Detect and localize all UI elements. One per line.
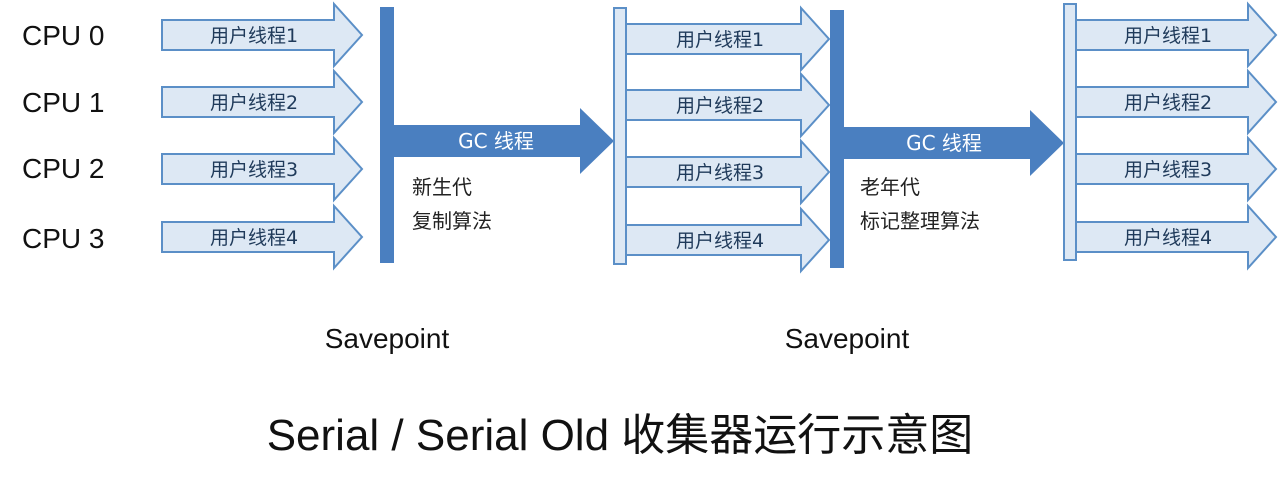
stage3-thread-label-2: 用户线程2 bbox=[1124, 92, 1212, 114]
savepoint-bar-1 bbox=[380, 7, 394, 263]
gc-arrow-2 bbox=[844, 110, 1064, 176]
resume-bar-1 bbox=[613, 7, 627, 265]
gc2-algo-line2: 标记整理算法 bbox=[860, 209, 980, 233]
stage1-thread-arrow-3 bbox=[161, 135, 364, 203]
stage3-thread-arrow-2 bbox=[1075, 68, 1278, 136]
gc-label-1: GC 线程 bbox=[458, 129, 534, 153]
gc1-algo-line1: 新生代 bbox=[412, 175, 472, 199]
stage3-thread-label-3: 用户线程3 bbox=[1124, 159, 1212, 181]
stage1-thread-arrow-1 bbox=[161, 1, 364, 69]
stage1-thread-label-2: 用户线程2 bbox=[210, 92, 298, 114]
stage1-thread-arrow-2 bbox=[161, 68, 364, 136]
resume-bar-2 bbox=[1063, 3, 1077, 261]
cpu-label-2: CPU 2 bbox=[22, 153, 104, 184]
stage2-thread-arrow-3 bbox=[625, 138, 831, 206]
diagram-title: Serial / Serial Old 收集器运行示意图 bbox=[267, 411, 974, 460]
stage1-thread-label-1: 用户线程1 bbox=[210, 25, 298, 47]
stage2-thread-label-2: 用户线程2 bbox=[676, 95, 764, 117]
stage3-thread-label-1: 用户线程1 bbox=[1124, 25, 1212, 47]
gc2-algo-line1: 老年代 bbox=[860, 175, 920, 199]
stage3-thread-label-4: 用户线程4 bbox=[1124, 227, 1212, 249]
stage2-thread-label-4: 用户线程4 bbox=[676, 230, 764, 252]
gc-label-2: GC 线程 bbox=[906, 131, 982, 155]
stage1-thread-label-4: 用户线程4 bbox=[210, 227, 298, 249]
savepoint-label-1: Savepoint bbox=[325, 323, 450, 354]
cpu-label-3: CPU 3 bbox=[22, 223, 104, 254]
stage3-thread-arrow-3 bbox=[1075, 135, 1278, 203]
gc1-algo-line2: 复制算法 bbox=[412, 209, 492, 233]
savepoint-bar-2 bbox=[830, 10, 844, 268]
stage2-thread-arrow-2 bbox=[625, 71, 831, 139]
stage3-thread-arrow-4 bbox=[1075, 203, 1278, 271]
stage1-thread-label-3: 用户线程3 bbox=[210, 159, 298, 181]
gc-arrow-1 bbox=[394, 108, 614, 174]
stage2-thread-arrow-4 bbox=[625, 206, 831, 274]
stage2-thread-label-1: 用户线程1 bbox=[676, 29, 764, 51]
stage3-thread-arrow-1 bbox=[1075, 1, 1278, 69]
stage2-thread-label-3: 用户线程3 bbox=[676, 162, 764, 184]
stage1-thread-arrow-4 bbox=[161, 203, 364, 271]
cpu-label-0: CPU 0 bbox=[22, 20, 104, 51]
cpu-label-1: CPU 1 bbox=[22, 87, 104, 118]
stage2-thread-arrow-1 bbox=[625, 5, 831, 73]
savepoint-label-2: Savepoint bbox=[785, 323, 910, 354]
